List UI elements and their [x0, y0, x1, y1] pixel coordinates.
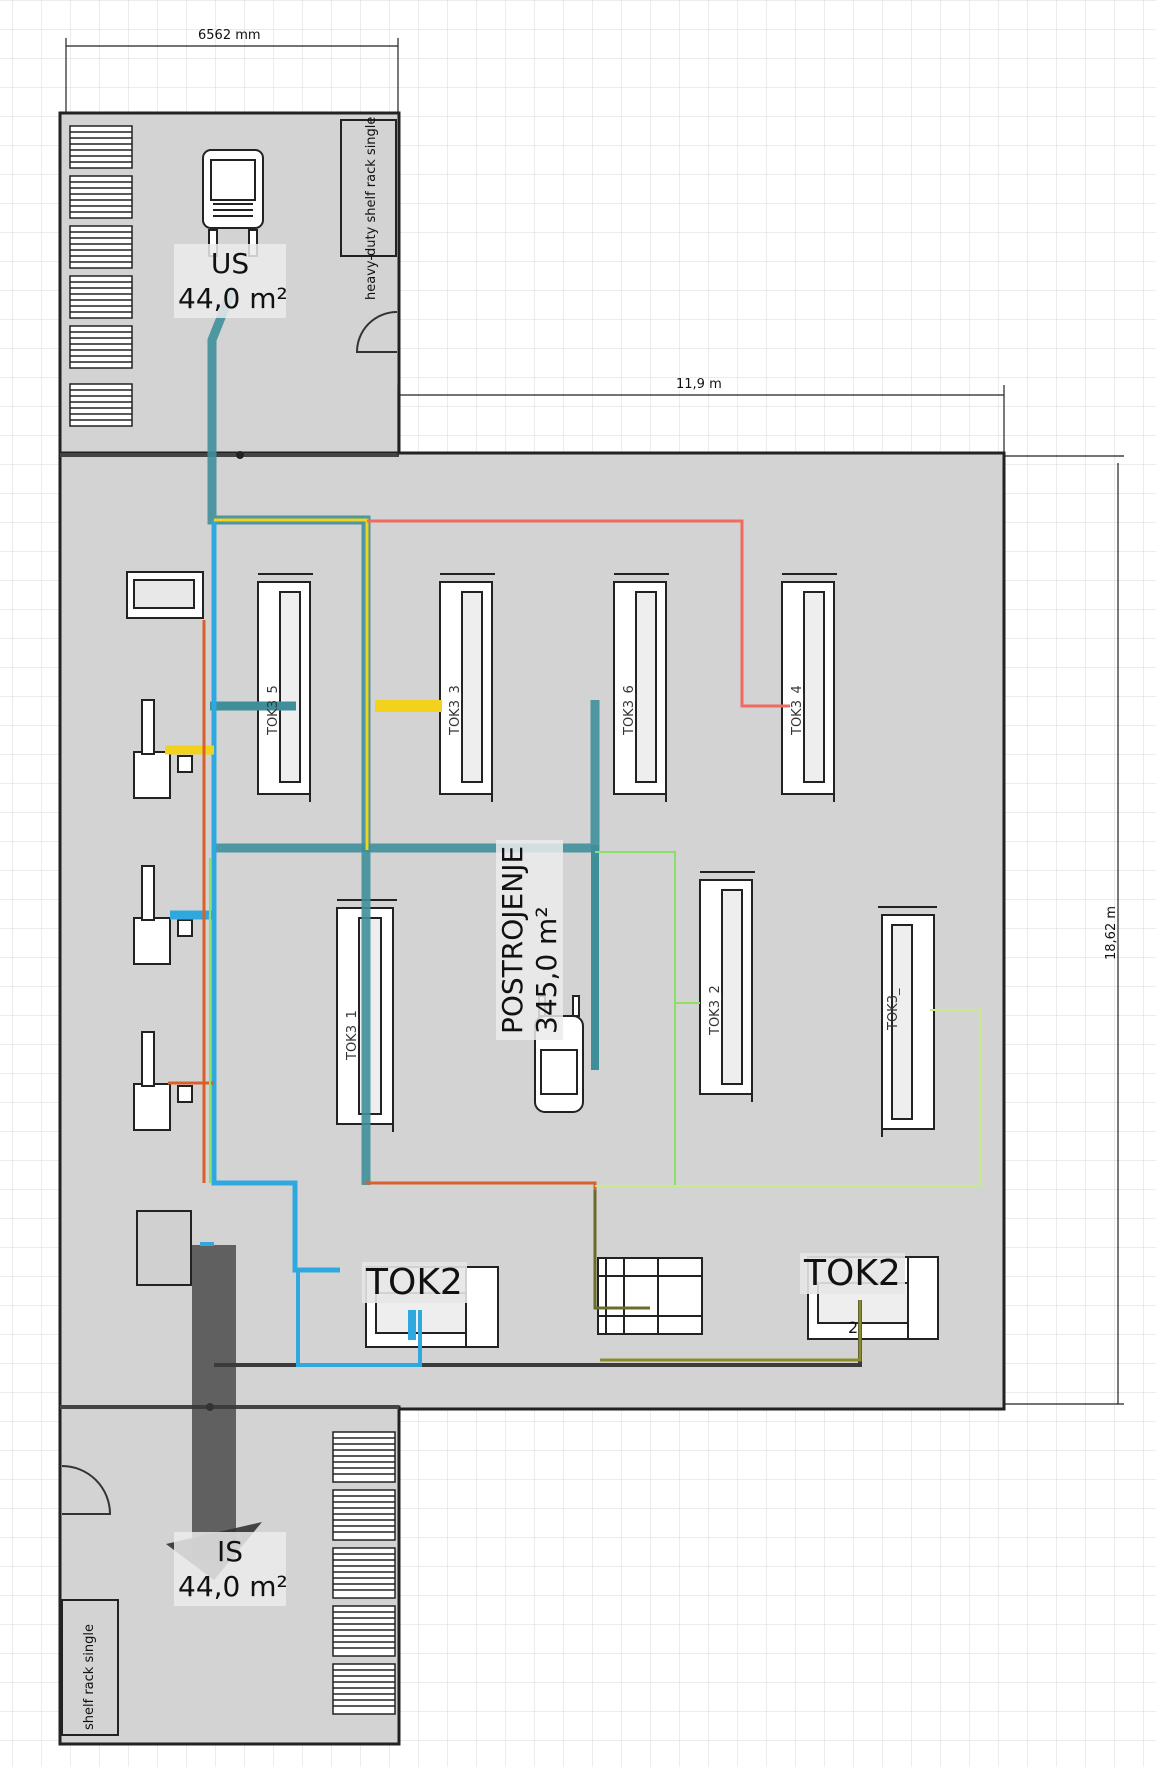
shelf-rack [61, 1599, 119, 1736]
left-stations [126, 571, 204, 1286]
machine-label-tok2-b: TOK2 [800, 1253, 905, 1294]
machine-label-tok3-2: TOK3_2 [708, 985, 723, 1035]
machine-label-tok2-a: TOK2 [362, 1262, 467, 1303]
dimension-lines [65, 38, 1124, 1405]
room-label-us: US 44,0 m² [174, 244, 288, 318]
forklift-icon-2 [534, 995, 584, 1113]
dimension-top-width: 6562 mm [198, 28, 261, 43]
machine-label-tok2-b-index: 2 [848, 1318, 859, 1337]
room-name-postrojenje: POSTROJENJE [496, 845, 529, 1034]
room-label-postrojenje: POSTROJENJE 345,0 m² [496, 839, 564, 1040]
room-name-us: US [210, 247, 250, 280]
room-label-is: IS 44,0 m² [174, 1532, 288, 1606]
heavy-duty-rack-label: heavy-duty shelf rack single [364, 116, 379, 300]
room-area-is: 44,0 m² [178, 1570, 288, 1603]
room-name-is: IS [216, 1535, 244, 1568]
machine-label-tok3-3: TOK3_3 [448, 685, 463, 735]
machine-label-tok3-7: TOK3_ [886, 988, 901, 1030]
room-area-postrojenje: 345,0 m² [529, 906, 563, 1034]
machine-label-tok3-1: TOK3_1 [345, 1010, 360, 1060]
flow-paths [165, 288, 981, 1580]
machine-label-tok3-6: TOK3_6 [622, 685, 637, 735]
forklift-icon [202, 149, 264, 257]
machine-label-tok3-5: TOK3_5 [266, 685, 281, 735]
rack-rows-bottom [332, 1431, 396, 1715]
rack-rows-top [69, 125, 133, 427]
tok3-machines [257, 573, 937, 1137]
dimension-right-width: 11,9 m [676, 377, 722, 392]
shelf-rack-label: shelf rack single [82, 1624, 97, 1730]
dimension-height: 18,62 m [1104, 905, 1119, 960]
machine-label-tok3-4: TOK3_4 [790, 685, 805, 735]
room-area-us: 44,0 m² [178, 282, 288, 315]
heavy-duty-shelf-rack [340, 119, 397, 257]
